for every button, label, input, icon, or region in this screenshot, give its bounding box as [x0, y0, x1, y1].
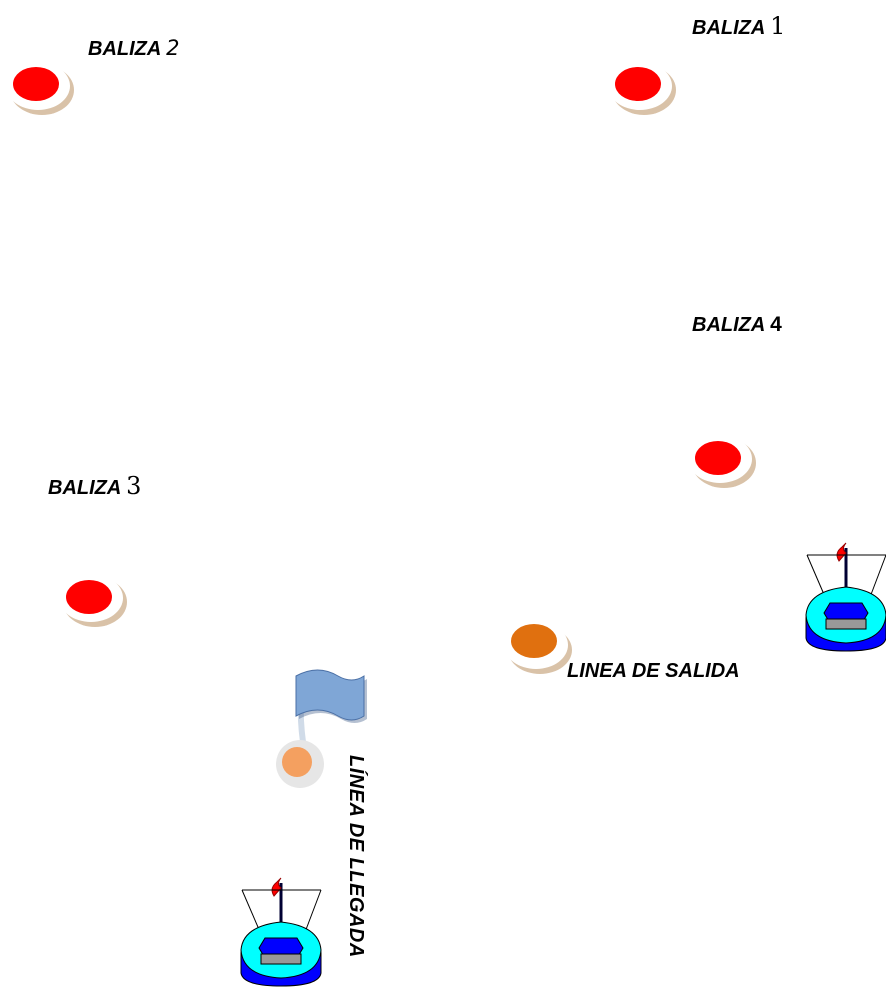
finish-line-label: LÍNEA DE LLEGADA — [344, 755, 367, 958]
start-line-buoy — [504, 621, 572, 674]
beacon-1-label-word: BALIZA — [692, 17, 765, 39]
beacon-4-buoy — [688, 435, 756, 488]
beacon-4-label-number: 4 — [770, 313, 782, 336]
beacon-3-buoy — [59, 574, 127, 627]
beacon-1-buoy — [608, 62, 676, 115]
beacon-3-label: BALIZA 3 — [48, 472, 141, 500]
beacon-3-label-word: BALIZA — [48, 477, 121, 499]
beacon-4-label: BALIZA 4 — [692, 313, 782, 337]
start-line-label: LINEA DE SALIDA — [567, 660, 740, 683]
finish-line-buoy — [276, 740, 324, 788]
beacon-3-label-number: 3 — [126, 472, 141, 500]
finish-line-flag-icon — [296, 670, 367, 742]
boat-finish-line-icon — [241, 878, 321, 986]
beacon-4-label-word: BALIZA — [692, 314, 765, 336]
beacon-2-label-word: BALIZA — [88, 38, 161, 60]
boat-start-line-icon — [806, 543, 886, 651]
beacon-2-label: BALIZA 2 — [88, 36, 180, 61]
beacon-2-buoy — [6, 62, 74, 115]
beacon-2-label-number: 2 — [166, 36, 179, 60]
beacon-1-label: BALIZA 1 — [692, 12, 785, 40]
beacon-1-label-number: 1 — [770, 12, 785, 40]
